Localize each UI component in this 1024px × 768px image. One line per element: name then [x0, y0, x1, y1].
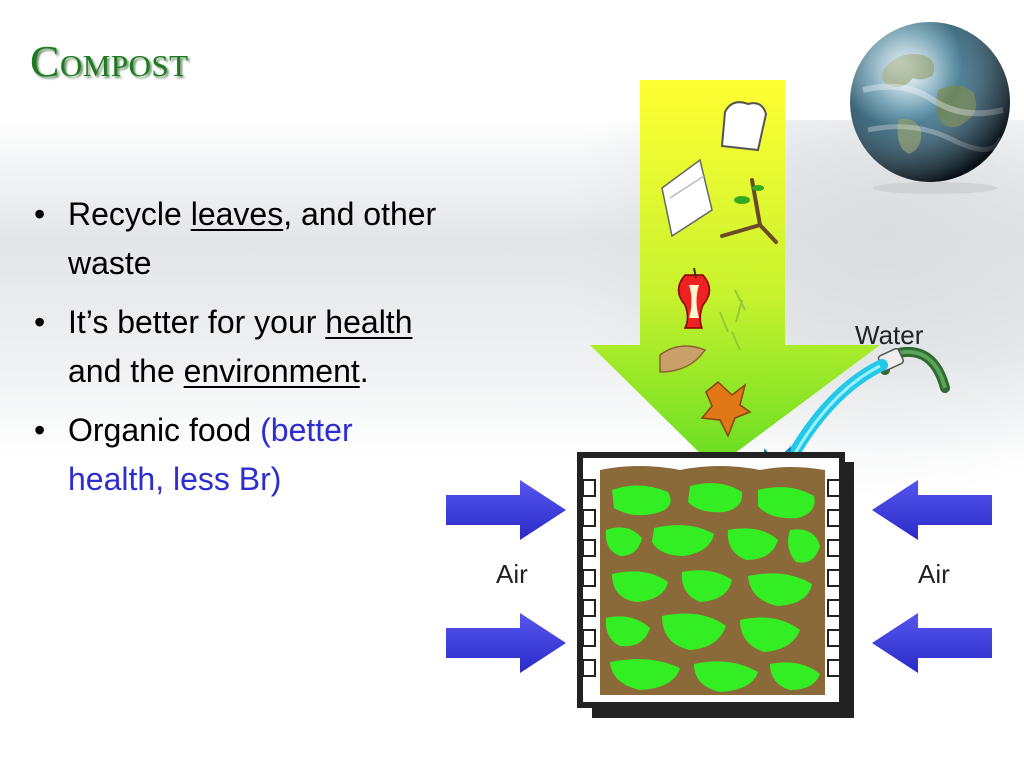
air-arrow-left-top: [446, 480, 566, 540]
health-link[interactable]: health: [325, 304, 413, 340]
leaves-link[interactable]: leaves: [190, 196, 284, 232]
leaf-icon: [659, 345, 707, 373]
water-label: Water: [855, 320, 924, 350]
apple-core-icon: [677, 267, 711, 329]
air-label-right: Air: [918, 559, 950, 589]
bullet-organic: • Organic food (better health, less Br): [28, 406, 448, 504]
twig-icon: [720, 178, 778, 244]
air-arrow-left-bottom: [446, 613, 566, 673]
bullet-marker: •: [34, 196, 46, 232]
bullet-text: and the: [68, 353, 184, 389]
globe-icon: [850, 22, 1010, 194]
bullet-text: , and other waste: [68, 196, 437, 281]
bullet-text: It’s better for your: [68, 304, 326, 340]
bullet-text: Recycle: [68, 196, 191, 232]
napkin-icon: [661, 158, 713, 238]
grass-clippings-icon: [719, 289, 746, 351]
bullet-text: .: [359, 353, 369, 389]
bread-icon: [720, 101, 768, 152]
slide-title: Compost: [30, 37, 189, 86]
maple-leaf-icon: [700, 381, 752, 438]
bullet-text: Organic food: [68, 412, 261, 448]
air-label-left: Air: [496, 559, 528, 589]
bullet-marker: •: [34, 412, 46, 448]
organic-aside: (better health, less Br): [68, 412, 353, 497]
bullet-marker: •: [34, 304, 46, 340]
air-arrow-right-bottom: [872, 613, 992, 673]
air-arrow-right-top: [872, 480, 992, 540]
bullet-better: • It’s better for your health and the en…: [28, 298, 448, 396]
environment-link[interactable]: environment: [183, 353, 360, 389]
compost-bin: [577, 452, 854, 718]
bullet-recycle: • Recycle leaves, and other waste: [28, 190, 448, 288]
bullet-list: • Recycle leaves, and other waste • It’s…: [28, 190, 448, 514]
